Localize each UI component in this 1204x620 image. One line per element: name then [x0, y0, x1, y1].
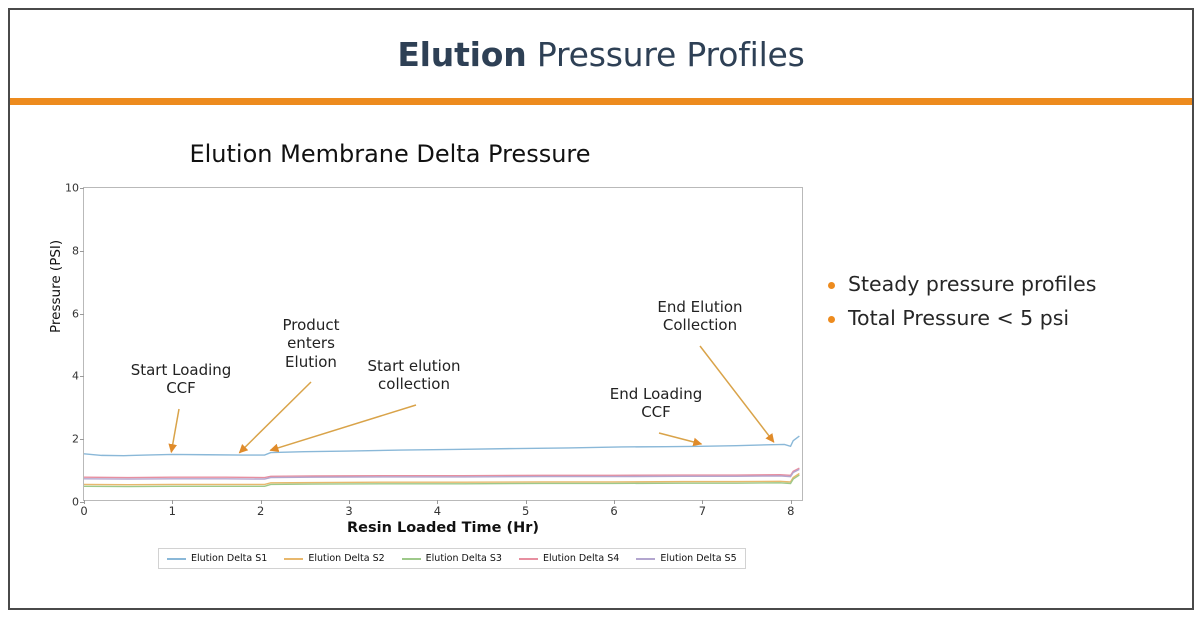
legend-swatch-icon — [636, 557, 656, 560]
series-line — [84, 468, 799, 477]
chart-area: Elution Membrane Delta Pressure Pressure… — [20, 120, 820, 580]
slide-header: Elution Pressure Profiles — [10, 10, 1192, 98]
annotation-end-elution-collection: End Elution Collection — [657, 298, 743, 335]
y-tick-mark — [80, 313, 84, 315]
y-tick-mark — [80, 376, 84, 378]
x-tick-label: 1 — [168, 504, 176, 518]
series-line — [84, 475, 799, 487]
legend-swatch-icon — [167, 557, 186, 560]
y-tick-label: 10 — [65, 181, 79, 195]
accent-bar — [10, 98, 1192, 105]
annotation-start-loading-ccf: Start Loading CCF — [130, 361, 232, 398]
y-tick-mark — [80, 188, 84, 189]
list-item: Steady pressure profiles — [828, 272, 1178, 298]
x-tick-label: 0 — [80, 504, 88, 518]
x-tick-label: 4 — [433, 504, 442, 518]
x-tick-mark — [172, 500, 174, 504]
bullet-list: Steady pressure profiles Total Pressure … — [828, 272, 1178, 339]
plot-frame: Pressure (PSI) 0 2 4 6 8 10 0 1 2 3 4 5 6 7 8 — [48, 182, 803, 518]
x-tick-label: 3 — [345, 504, 353, 518]
legend-swatch-icon — [284, 557, 304, 560]
chart-legend: Elution Delta S1 Elution Delta S2 Elution … — [158, 548, 746, 569]
x-tick-label: 5 — [522, 504, 530, 518]
annotation-end-loading-ccf: End Loading CCF — [609, 385, 703, 422]
x-tick-mark — [349, 500, 351, 504]
legend-item[interactable]: Elution Delta S5 — [636, 553, 737, 564]
y-tick-label: 2 — [72, 432, 79, 446]
series-line — [84, 469, 799, 479]
legend-swatch-icon — [518, 557, 538, 560]
y-tick-label: 4 — [72, 369, 79, 383]
legend-label: Elution Delta S3 — [425, 553, 502, 564]
series-lines — [84, 188, 802, 500]
x-tick-label: 2 — [257, 504, 265, 518]
x-tick-mark — [614, 500, 616, 504]
x-tick-label: 8 — [787, 504, 795, 518]
x-tick-mark — [525, 500, 527, 504]
page-title-rest: Pressure Profiles — [526, 34, 805, 74]
series-line — [84, 473, 799, 484]
annotation-start-elution-collection: Start elution collection — [367, 357, 461, 394]
x-tick-mark — [260, 500, 262, 504]
x-tick-mark — [702, 500, 704, 504]
x-tick-label: 6 — [610, 504, 618, 518]
x-axis-label: Resin Loaded Time (Hr) — [347, 520, 539, 536]
legend-label: Elution Delta S2 — [308, 553, 385, 564]
x-tick-mark — [437, 500, 439, 504]
y-tick-label: 6 — [72, 307, 79, 321]
y-tick-label: 8 — [72, 244, 79, 258]
list-item: Total Pressure < 5 psi — [828, 306, 1178, 332]
y-axis-label: Pressure (PSI) — [48, 239, 64, 333]
legend-label: Elution Delta S5 — [660, 553, 737, 564]
bullet-dot-icon — [828, 315, 835, 323]
y-tick-mark — [80, 439, 84, 441]
legend-label: Elution Delta S4 — [542, 553, 620, 564]
series-line — [84, 436, 799, 456]
y-tick-label: 0 — [72, 495, 79, 509]
legend-item[interactable]: Elution Delta S2 — [284, 553, 385, 564]
y-tick-mark — [80, 502, 84, 503]
bullet-text: Steady pressure profiles — [848, 272, 1097, 296]
slide: Elution Pressure Profiles Elution Membra… — [8, 8, 1194, 610]
bullet-dot-icon — [828, 282, 835, 289]
legend-item[interactable]: Elution Delta S1 — [167, 553, 267, 564]
bullet-text: Total Pressure < 5 psi — [848, 305, 1070, 330]
page-title-bold: Elution — [397, 34, 527, 74]
legend-item[interactable]: Elution Delta S3 — [401, 553, 502, 564]
legend-label: Elution Delta S1 — [191, 553, 268, 564]
annotation-product-enters-elution: Product enters Elution — [282, 316, 340, 371]
x-tick-mark — [84, 500, 85, 504]
chart-title: Elution Membrane Delta Pressure — [189, 140, 591, 168]
legend-item[interactable]: Elution Delta S4 — [518, 553, 620, 564]
page-title: Elution Pressure Profiles — [397, 35, 804, 74]
legend-swatch-icon — [401, 557, 421, 560]
x-tick-mark — [790, 500, 792, 504]
x-tick-label: 7 — [698, 504, 707, 518]
y-tick-mark — [80, 250, 84, 252]
